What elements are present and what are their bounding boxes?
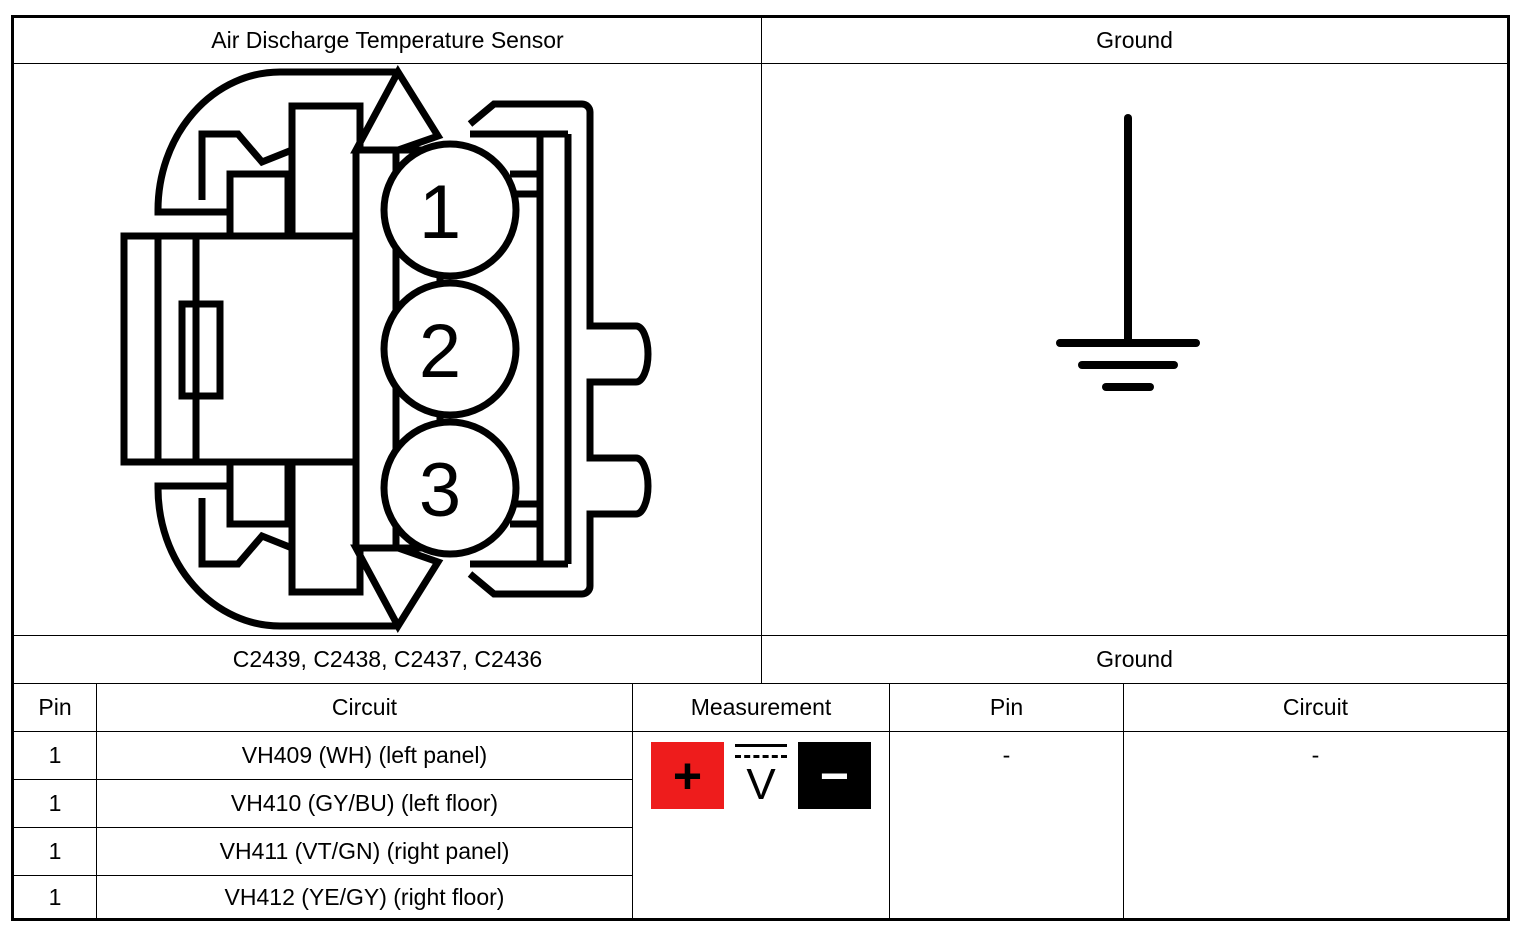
divider-row-2: [14, 827, 632, 828]
divider-row-1: [14, 779, 632, 780]
divider-col-pin: [96, 683, 97, 918]
dc-voltage-icon: V: [733, 742, 789, 809]
divider-header: [14, 63, 1507, 64]
column-header-ground-pin: Pin: [989, 694, 1024, 720]
row-circuit: VH412 (YE/GY) (right floor): [224, 883, 505, 910]
row-circuit: VH409 (WH) (left panel): [241, 742, 488, 768]
row-pin: 1: [48, 883, 62, 910]
ground-pin-value: -: [1002, 742, 1011, 768]
connector-numbers: C2439, C2438, C2437, C2436: [232, 646, 543, 672]
row-pin: 1: [48, 790, 62, 816]
divider-column-headers: [14, 731, 1507, 732]
ground-title: Ground: [1096, 27, 1173, 53]
divider-row-3: [14, 875, 632, 876]
column-header-pin: Pin: [38, 694, 72, 720]
ground-symbol-icon: [1056, 114, 1200, 391]
column-header-circuit: Circuit: [331, 694, 398, 720]
dc-line-dashed: [735, 755, 787, 758]
divider-col-ground-pin: [1123, 683, 1124, 918]
row-circuit: VH410 (GY/BU) (left floor): [230, 790, 499, 816]
column-header-ground-circuit: Circuit: [1282, 694, 1349, 720]
dc-line-solid: [735, 744, 787, 747]
divider-center: [761, 18, 762, 684]
column-header-measurement: Measurement: [690, 694, 832, 720]
divider-diagram-bottom: [14, 635, 1507, 636]
measurement-symbol: + V −: [651, 742, 871, 809]
divider-col-measurement: [889, 683, 890, 918]
ground-subtitle: Ground: [1096, 646, 1173, 672]
positive-probe-icon: +: [651, 742, 724, 809]
row-pin: 1: [48, 838, 62, 864]
pinout-table-frame: [11, 15, 1510, 921]
divider-subheader: [14, 683, 1507, 684]
pin-1-label: 1: [419, 170, 461, 255]
divider-col-circuit: [632, 683, 633, 918]
positive-symbol: +: [672, 747, 703, 804]
connector-face-diagram: 1 2 3: [120, 65, 652, 633]
voltage-symbol: V: [746, 760, 776, 809]
row-circuit: VH411 (VT/GN) (right panel): [219, 838, 510, 864]
ground-circuit-value: -: [1311, 742, 1320, 768]
pin-3-label: 3: [419, 448, 461, 533]
pin-2-label: 2: [419, 309, 461, 394]
row-pin: 1: [48, 742, 62, 768]
negative-symbol: −: [819, 747, 850, 804]
connector-title: Air Discharge Temperature Sensor: [211, 27, 564, 53]
negative-probe-icon: −: [798, 742, 871, 809]
